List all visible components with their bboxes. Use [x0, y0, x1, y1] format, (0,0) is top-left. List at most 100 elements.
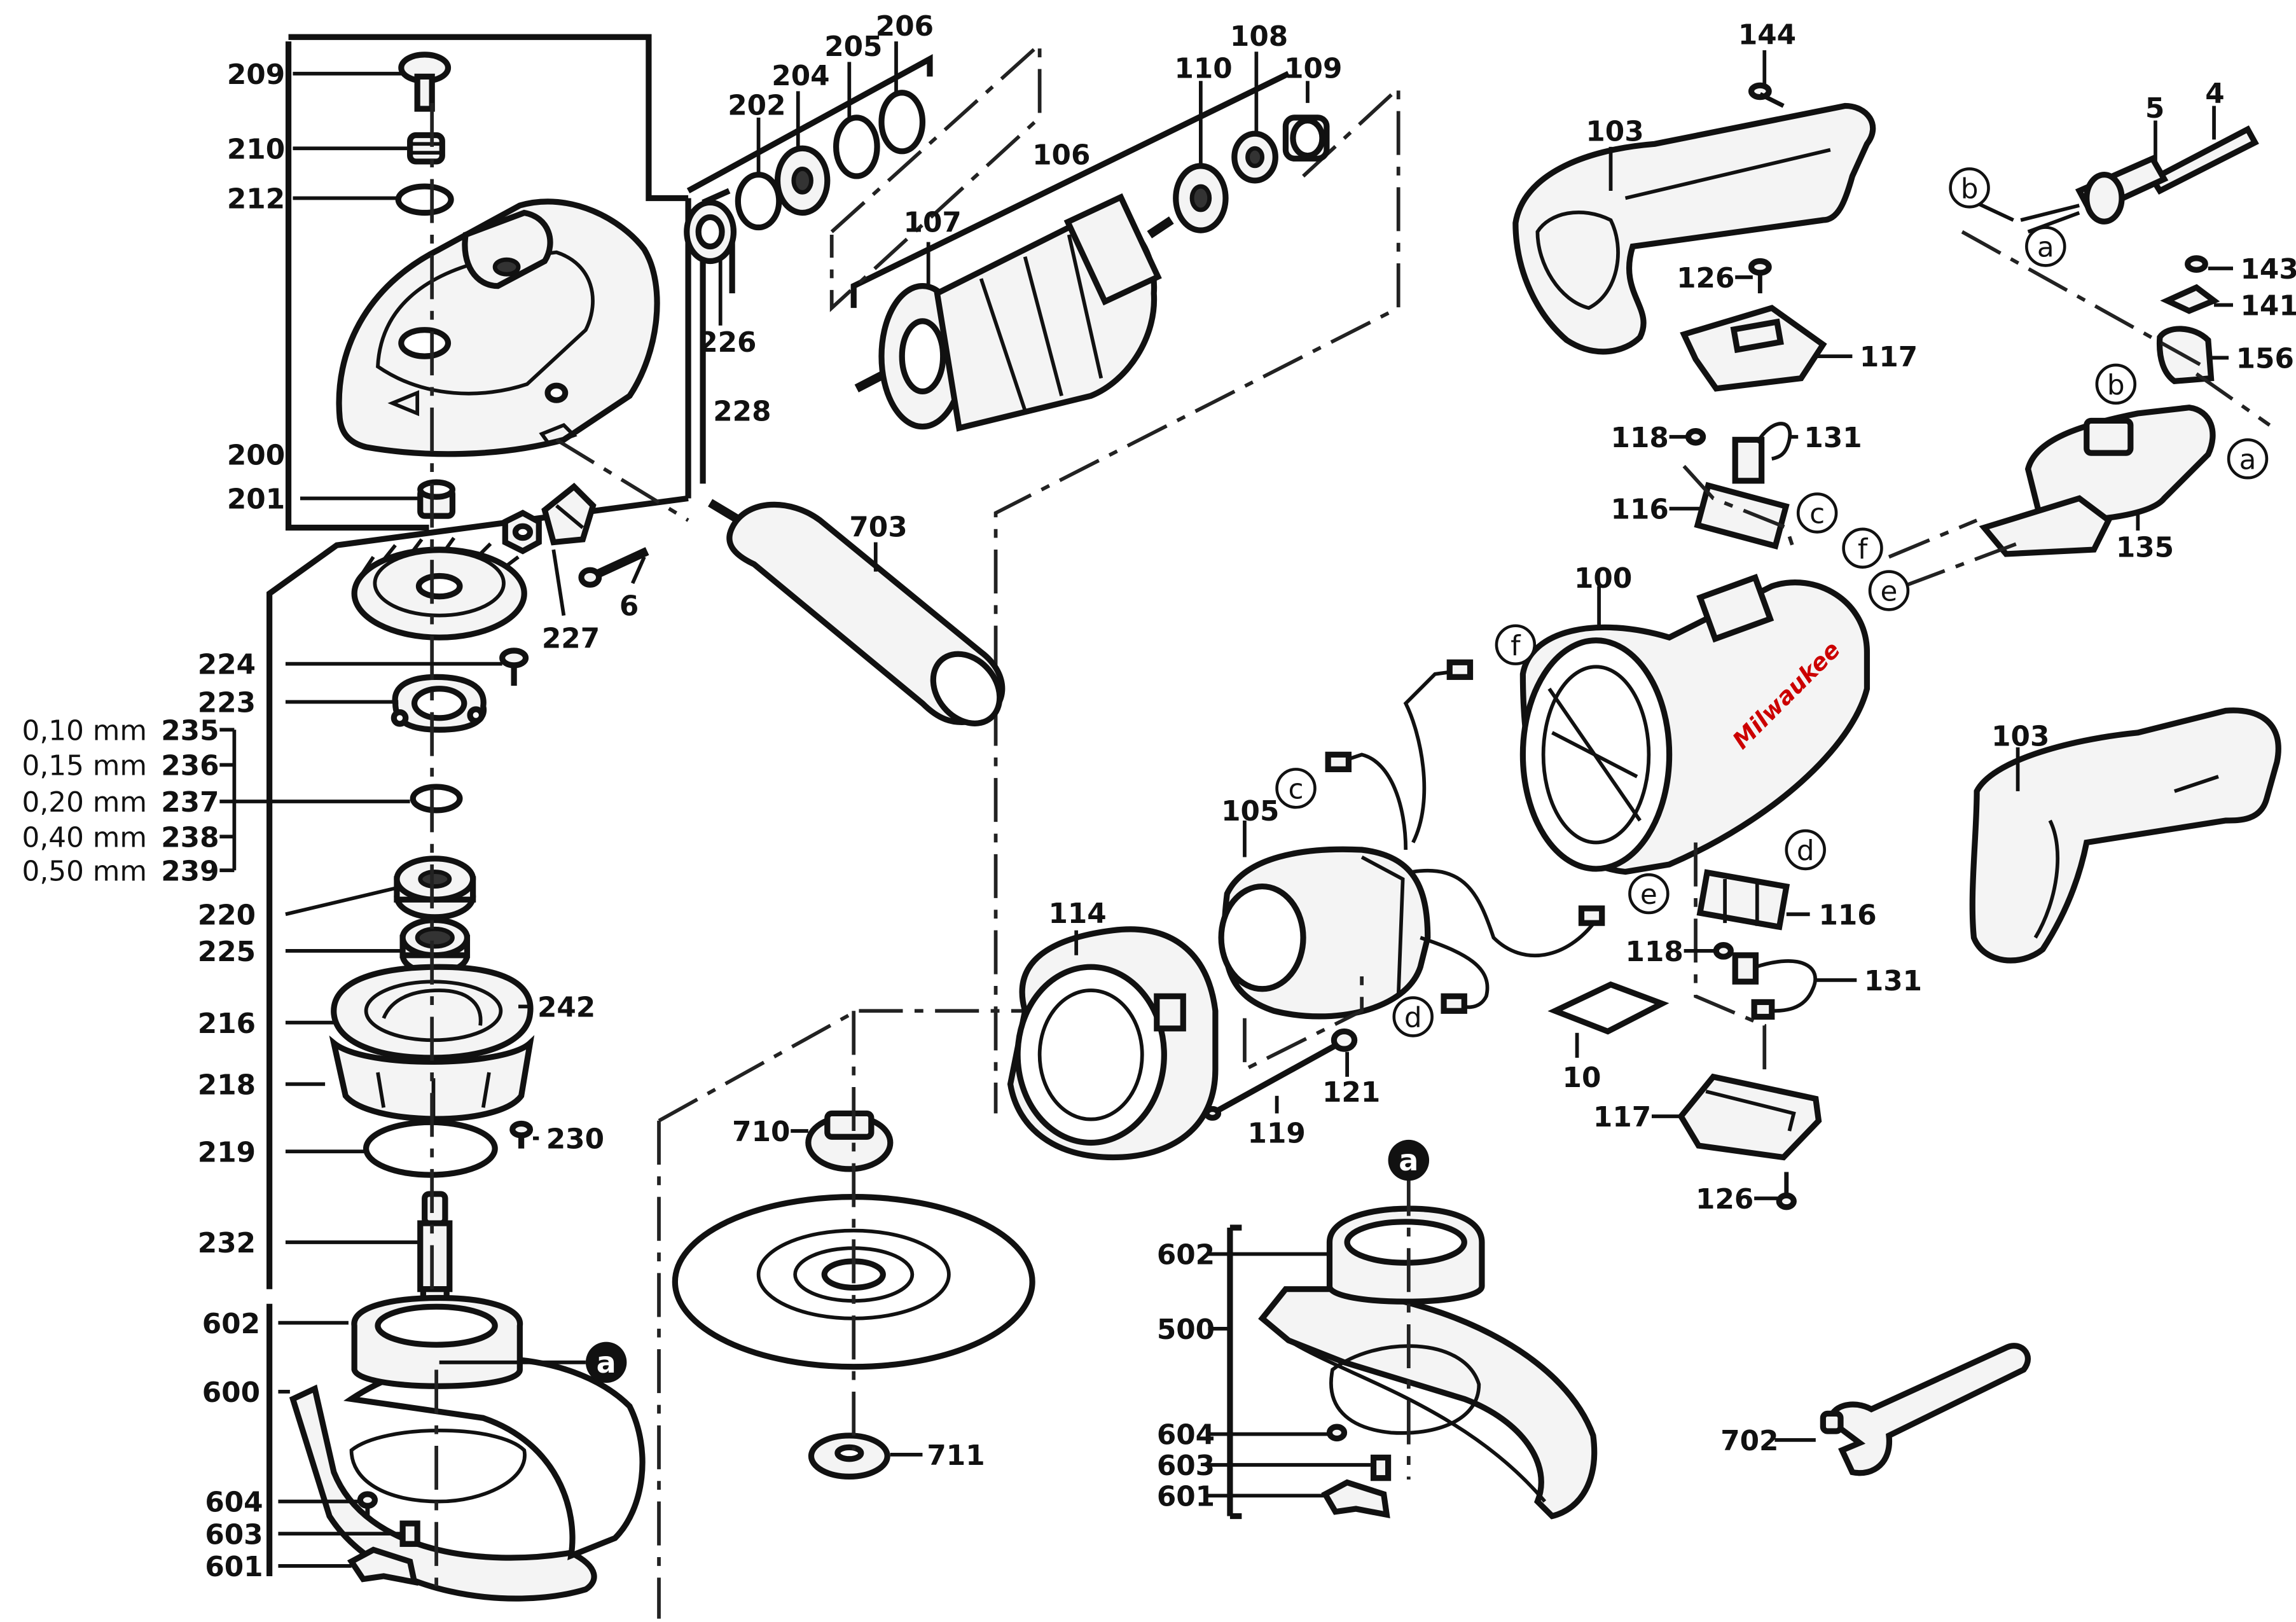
label-121: 121 — [1322, 1076, 1380, 1109]
svg-text:f: f — [1858, 533, 1869, 565]
label-117-lower: 117 — [1593, 1101, 1651, 1133]
label-114: 114 — [1048, 898, 1106, 930]
lead-connector-c — [1325, 751, 1352, 772]
label-144: 144 — [1738, 19, 1796, 52]
label-119: 119 — [1248, 1117, 1306, 1149]
label-131-lower: 131 — [1864, 965, 1922, 997]
part-226 — [684, 199, 737, 265]
label-711: 711 — [927, 1439, 985, 1472]
label-103-lower: 103 — [1991, 721, 2049, 753]
label-210: 210 — [227, 133, 285, 165]
part-212 — [395, 183, 454, 216]
label-223: 223 — [198, 687, 256, 719]
part-108 — [1231, 130, 1278, 184]
label-239: 239 — [161, 855, 219, 887]
label-156: 156 — [2236, 343, 2294, 375]
part-118-lower — [1713, 942, 1734, 960]
label-205: 205 — [824, 31, 882, 63]
label-227: 227 — [542, 622, 600, 655]
connector-a-filled-right: a — [1388, 1139, 1430, 1181]
label-601-right: 601 — [1157, 1480, 1215, 1513]
label-232: 232 — [198, 1227, 256, 1259]
svg-text:a: a — [2239, 443, 2257, 476]
svg-text:d: d — [1404, 1002, 1422, 1034]
part-603-right — [1370, 1454, 1392, 1481]
part-5-strain-relief — [2020, 155, 2169, 234]
part-103-upper — [1512, 102, 1876, 355]
part-116-lower — [1696, 869, 1790, 931]
connector-c-lead: c — [1275, 768, 1317, 809]
part-201 — [417, 479, 456, 519]
connector-b-cord: b — [1949, 167, 1990, 209]
connector-d-brush: d — [1785, 829, 1826, 871]
label-6: 6 — [619, 590, 639, 623]
label-204: 204 — [771, 60, 829, 92]
part-703-side-handle — [708, 499, 1006, 726]
part-223 — [391, 674, 487, 733]
connector-e-lead: e — [1628, 873, 1670, 915]
svg-text:a: a — [1399, 1143, 1418, 1177]
label-220: 220 — [198, 899, 256, 931]
part-235-239-shim — [410, 784, 463, 814]
part-117-lower — [1677, 1073, 1822, 1161]
label-118-lower: 118 — [1626, 936, 1684, 968]
label-242: 242 — [537, 991, 595, 1023]
part-604-right — [1326, 1424, 1348, 1442]
svg-text:f: f — [1511, 630, 1521, 662]
part-109 — [1282, 114, 1330, 162]
shim-size-239: 0,50 mm — [22, 855, 148, 887]
label-5: 5 — [2145, 92, 2164, 125]
connector-markers: a a b a b a c f — [585, 167, 2269, 1383]
label-109: 109 — [1284, 53, 1342, 85]
part-230 — [509, 1120, 534, 1149]
part-labels: 209 210 212 200 201 202 204 205 206 226 … — [22, 10, 2296, 1583]
label-604-right: 604 — [1157, 1419, 1215, 1452]
label-224: 224 — [198, 649, 256, 681]
part-126-lower — [1776, 1172, 1797, 1210]
label-118-upper: 118 — [1611, 422, 1669, 454]
part-710 — [805, 1110, 894, 1172]
part-205 — [833, 114, 880, 179]
part-601-right — [1321, 1479, 1390, 1518]
part-10 — [1547, 981, 1670, 1035]
connector-f-switch: f — [1842, 527, 1883, 569]
part-103-lower — [1969, 707, 2281, 964]
label-603-right: 603 — [1157, 1450, 1215, 1482]
label-218: 218 — [198, 1069, 256, 1101]
label-603-left: 603 — [205, 1518, 263, 1551]
part-114 — [1007, 926, 1219, 1161]
label-200: 200 — [227, 440, 285, 472]
label-230: 230 — [546, 1123, 604, 1156]
label-100: 100 — [1574, 562, 1632, 595]
part-135-switch — [1979, 405, 2216, 557]
bevel-gear — [351, 536, 527, 641]
part-144 — [1748, 82, 1785, 108]
svg-text:b: b — [2107, 369, 2125, 401]
label-212: 212 — [227, 183, 285, 216]
connector-c-brush: c — [1796, 492, 1838, 534]
connector-b-switch: b — [2095, 363, 2137, 405]
part-141 — [2160, 284, 2220, 314]
label-106: 106 — [1032, 139, 1090, 172]
label-201: 201 — [227, 483, 285, 516]
part-105-field — [1218, 669, 1598, 1020]
label-131-upper: 131 — [1804, 422, 1862, 454]
leader-lines — [219, 41, 2234, 1568]
part-119-121 — [1203, 1028, 1358, 1121]
label-216: 216 — [198, 1008, 256, 1040]
part-210 — [407, 132, 445, 165]
label-108: 108 — [1230, 20, 1288, 53]
part-200-gear-cover — [336, 198, 660, 457]
label-206: 206 — [876, 10, 934, 43]
label-135: 135 — [2116, 532, 2174, 564]
svg-text:c: c — [1809, 498, 1825, 530]
part-702-spanner — [1820, 1343, 2031, 1476]
label-116-upper: 116 — [1611, 494, 1669, 526]
label-110: 110 — [1174, 53, 1232, 85]
shim-size-236: 0,15 mm — [22, 750, 148, 782]
part-131-upper — [1732, 422, 1792, 484]
part-227 — [502, 482, 597, 555]
connector-d-lead: d — [1392, 996, 1434, 1037]
lead-connector-f — [1446, 659, 1474, 680]
